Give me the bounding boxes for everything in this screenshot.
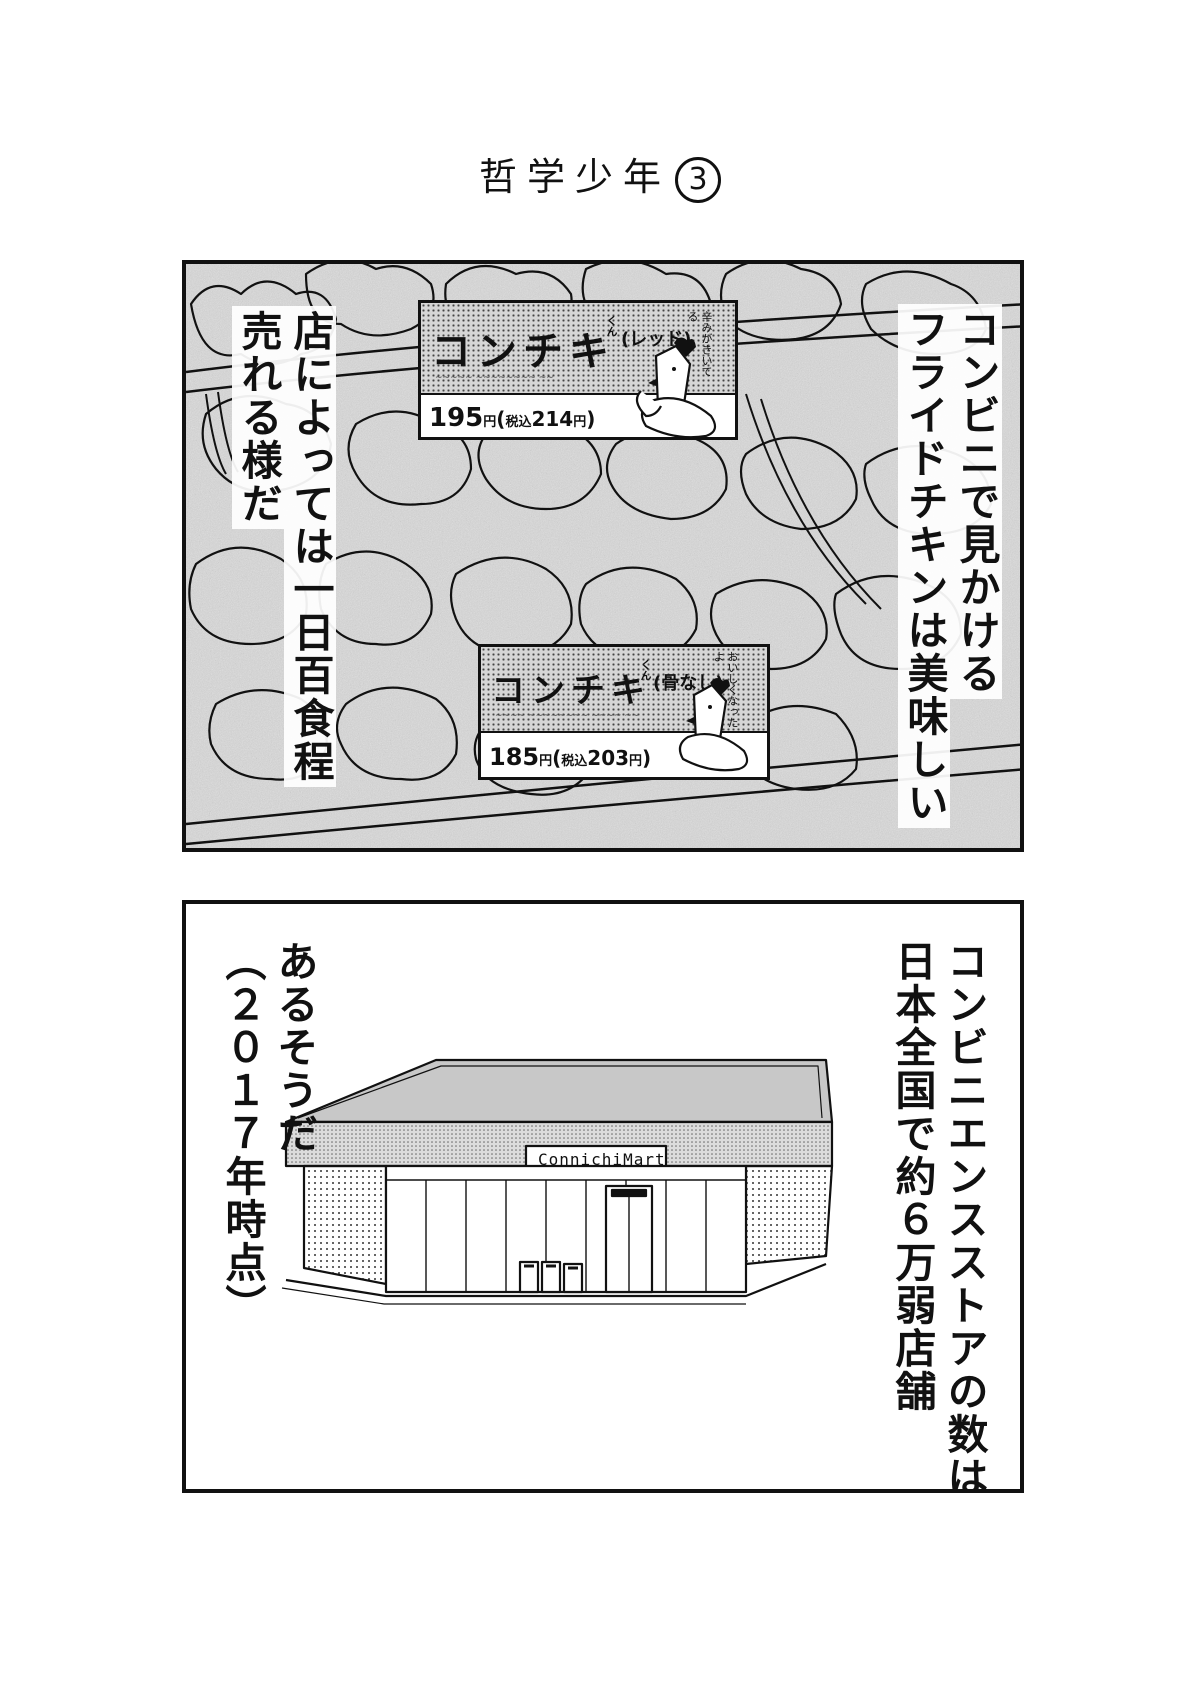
tax-label: 税込 (505, 415, 532, 430)
caption-right: コンビニで見かける フライドチキンは美味しい (898, 304, 1002, 828)
price-sign-red: コンチキ くん (レッド) 辛みがきいてる ~~~~~ ~~~~~~~~ ~~ … (418, 300, 738, 440)
tax-yen: 円 (629, 754, 643, 769)
product-kun: くん (605, 315, 618, 337)
chicken-mascot-icon (635, 337, 717, 439)
product-kun: くん (639, 659, 652, 681)
price-value: 185 (489, 743, 540, 771)
product-price: 185円(税込203円) (489, 743, 652, 771)
caption-line-2: 日本全国で約６万弱店舗 (888, 940, 936, 1413)
caption-line-1: コンビニエンスストアの数は (940, 940, 988, 1493)
product-variant: (レッド) (621, 329, 692, 350)
episode-number: 3 (675, 156, 721, 203)
tax-yen: 円 (573, 415, 587, 430)
panel-convenience-store: ConnichiMart コンビニエンスストアの数は 日本全国で約６万弱店舗 あ… (182, 900, 1024, 1493)
tax-price: 203 (587, 746, 630, 770)
price-yen: 円 (539, 754, 553, 769)
product-tagline: おいしくなったよ (712, 651, 739, 728)
product-name: コンチキ (431, 329, 615, 375)
sign-scribble: ~~~~~ ~~~~~~~~ ~~ (435, 373, 554, 383)
product-tagline: 辛みがきいてる (686, 311, 713, 377)
price-value: 195 (429, 403, 484, 433)
caption-line-1: コンビニで見かける (950, 304, 1002, 828)
caption-left: 店によっては一日百食程 売れる様だ (232, 306, 336, 787)
store-sign-text: ConnichiMart (538, 1150, 666, 1169)
caption-line-2: （２０１７年時点） (218, 940, 266, 1327)
tax-label: 税込 (561, 754, 588, 769)
tax-price: 214 (531, 407, 574, 431)
product-name: コンチキ (491, 671, 651, 711)
caption-line-1: 店によっては一日百食程 (284, 306, 336, 787)
price-yen: 円 (483, 415, 497, 430)
product-price: 195円(税込214円) (429, 403, 596, 433)
price-sign-boneless: コンチキ くん (骨なし) おいしくなったよ ~~~~ ~~~~~~~~ ~~~… (478, 644, 770, 780)
caption-right: コンビニエンスストアの数は 日本全国で約６万弱店舗 (886, 940, 990, 1493)
caption-line-2: 売れる様だ (232, 306, 284, 787)
title-text: 哲学少年 (478, 155, 671, 199)
sign-scribble: ~~~~ ~~~~~~~~ ~~~~ ~~ (495, 711, 640, 721)
panel-fried-chicken: コンチキ くん (レッド) 辛みがきいてる ~~~~~ ~~~~~~~~ ~~ … (182, 260, 1024, 852)
convenience-store-illustration (281, 1058, 834, 1305)
caption-left: あるそうだ （２０１７年時点） (216, 940, 320, 1327)
caption-line-1: あるそうだ (270, 940, 318, 1155)
caption-line-2: フライドチキンは美味しい (898, 304, 950, 828)
chicken-mascot-icon (678, 677, 749, 772)
